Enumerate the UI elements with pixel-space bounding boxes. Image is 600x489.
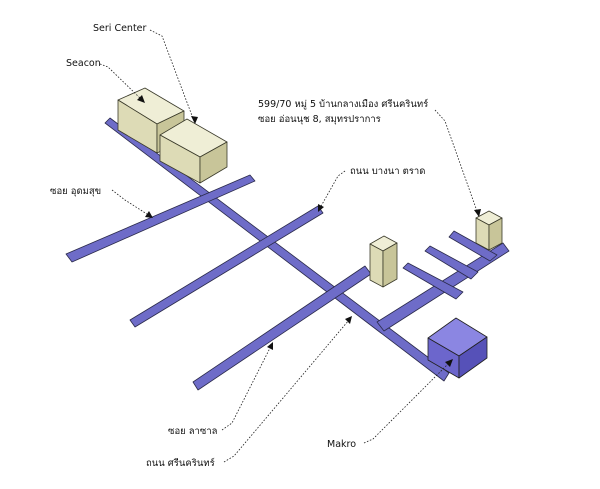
building-seri-center (159, 118, 228, 184)
leader-address (434, 109, 479, 215)
label-bangna-trad: ถนน บางนา ตราด (350, 166, 425, 177)
leader-makro (363, 361, 451, 444)
road-bangna-trad (192, 265, 372, 391)
leaders (99, 29, 481, 463)
building-middle (369, 235, 398, 288)
labels: Seri Center Seacon 599/70 หมู่ 5 บ้านกลา… (50, 23, 428, 469)
building-makro (427, 317, 488, 379)
leader-srinakarin (223, 319, 350, 463)
leader-seri-center (149, 29, 195, 122)
road-soi-udomsuk (65, 174, 256, 263)
label-soi-lasalle: ซอย ลาซาล (168, 426, 218, 437)
leader-soi-udomsuk (111, 189, 151, 217)
label-srinakarin: ถนน ศรีนครินทร์ (146, 457, 215, 469)
label-soi-udomsuk: ซอย อุดมสุข (50, 186, 101, 197)
label-seri-center: Seri Center (93, 23, 147, 34)
lane-2 (424, 245, 479, 280)
label-seacon: Seacon (66, 58, 101, 69)
building-address (475, 210, 503, 251)
leader-soi-lasalle (221, 345, 272, 431)
lane-3 (448, 230, 498, 262)
leader-bangna-trad (319, 170, 346, 209)
road-middle-cross (129, 205, 324, 328)
label-address-line1: 599/70 หมู่ 5 บ้านกลางเมือง ศรีนครินทร์ (258, 98, 428, 110)
lane-1 (402, 262, 464, 300)
roads (65, 117, 510, 391)
label-makro: Makro (327, 439, 356, 450)
label-address-line2: ซอย อ่อนนุช 8, สมุทรปราการ (258, 114, 381, 125)
